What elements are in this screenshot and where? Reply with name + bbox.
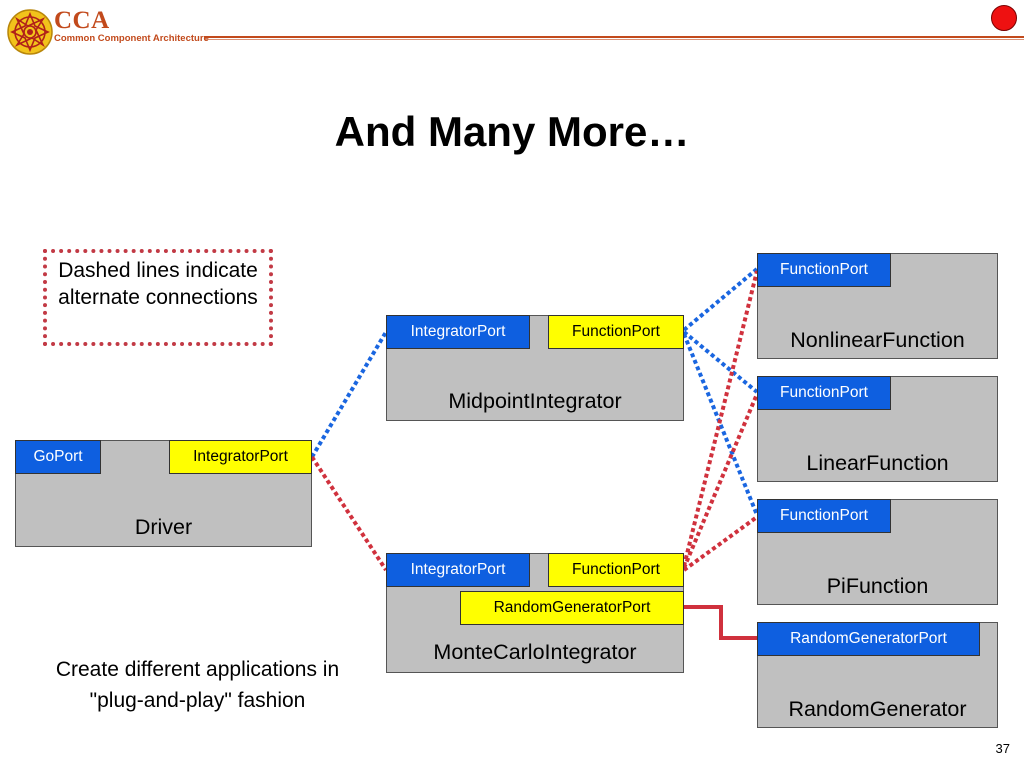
record-indicator-icon xyxy=(991,5,1017,31)
brand-full-name: Common Component Architecture xyxy=(54,33,209,44)
midpoint-function-port[interactable]: FunctionPort xyxy=(548,315,684,349)
header-rule xyxy=(204,36,1024,40)
montecarlo-integrator-port[interactable]: IntegratorPort xyxy=(386,553,530,587)
page-number: 37 xyxy=(995,741,1010,756)
driver-integrator-port[interactable]: IntegratorPort xyxy=(169,440,312,474)
slide-title: And Many More… xyxy=(334,108,690,155)
alt-connection-driver-midpoint xyxy=(310,330,388,459)
alt-connection-montecarlo-pi xyxy=(682,515,759,572)
alt-connection-montecarlo-linear xyxy=(682,393,759,569)
component-label: NonlinearFunction xyxy=(790,328,965,352)
component-label: Driver xyxy=(134,515,193,539)
cca-logo xyxy=(6,8,54,56)
midpoint-integrator-port[interactable]: IntegratorPort xyxy=(386,315,530,349)
nonlinear-function-port[interactable]: FunctionPort xyxy=(757,253,891,287)
random-generator-port[interactable]: RandomGeneratorPort xyxy=(757,622,980,656)
component-label: RandomGenerator xyxy=(788,697,967,721)
driver-go-port[interactable]: GoPort xyxy=(15,440,101,474)
component-label: MonteCarloIntegrator xyxy=(433,640,637,664)
connection-montecarlo-randomgenerator xyxy=(684,605,757,640)
montecarlo-random-generator-port[interactable]: RandomGeneratorPort xyxy=(460,591,684,625)
linear-function-port[interactable]: FunctionPort xyxy=(757,376,891,410)
alt-connection-midpoint-pi xyxy=(682,333,759,516)
alt-connection-midpoint-nonlinear xyxy=(682,267,759,332)
component-label: PiFunction xyxy=(826,574,929,598)
pi-function-port[interactable]: FunctionPort xyxy=(757,499,891,533)
alt-connection-midpoint-linear xyxy=(682,330,759,394)
brand-abbreviation: CCA xyxy=(54,7,110,34)
brand: CCA Common Component Architecture xyxy=(54,7,209,45)
component-label: MidpointIntegrator xyxy=(448,389,622,413)
component-label: LinearFunction xyxy=(806,451,949,475)
montecarlo-function-port[interactable]: FunctionPort xyxy=(548,553,684,587)
alt-connection-montecarlo-nonlinear xyxy=(682,270,759,567)
legend-note: Dashed lines indicate alternate connecti… xyxy=(43,249,273,346)
slide-caption: Create different applications in "plug-a… xyxy=(55,658,340,712)
alt-connection-driver-montecarlo xyxy=(310,455,388,572)
